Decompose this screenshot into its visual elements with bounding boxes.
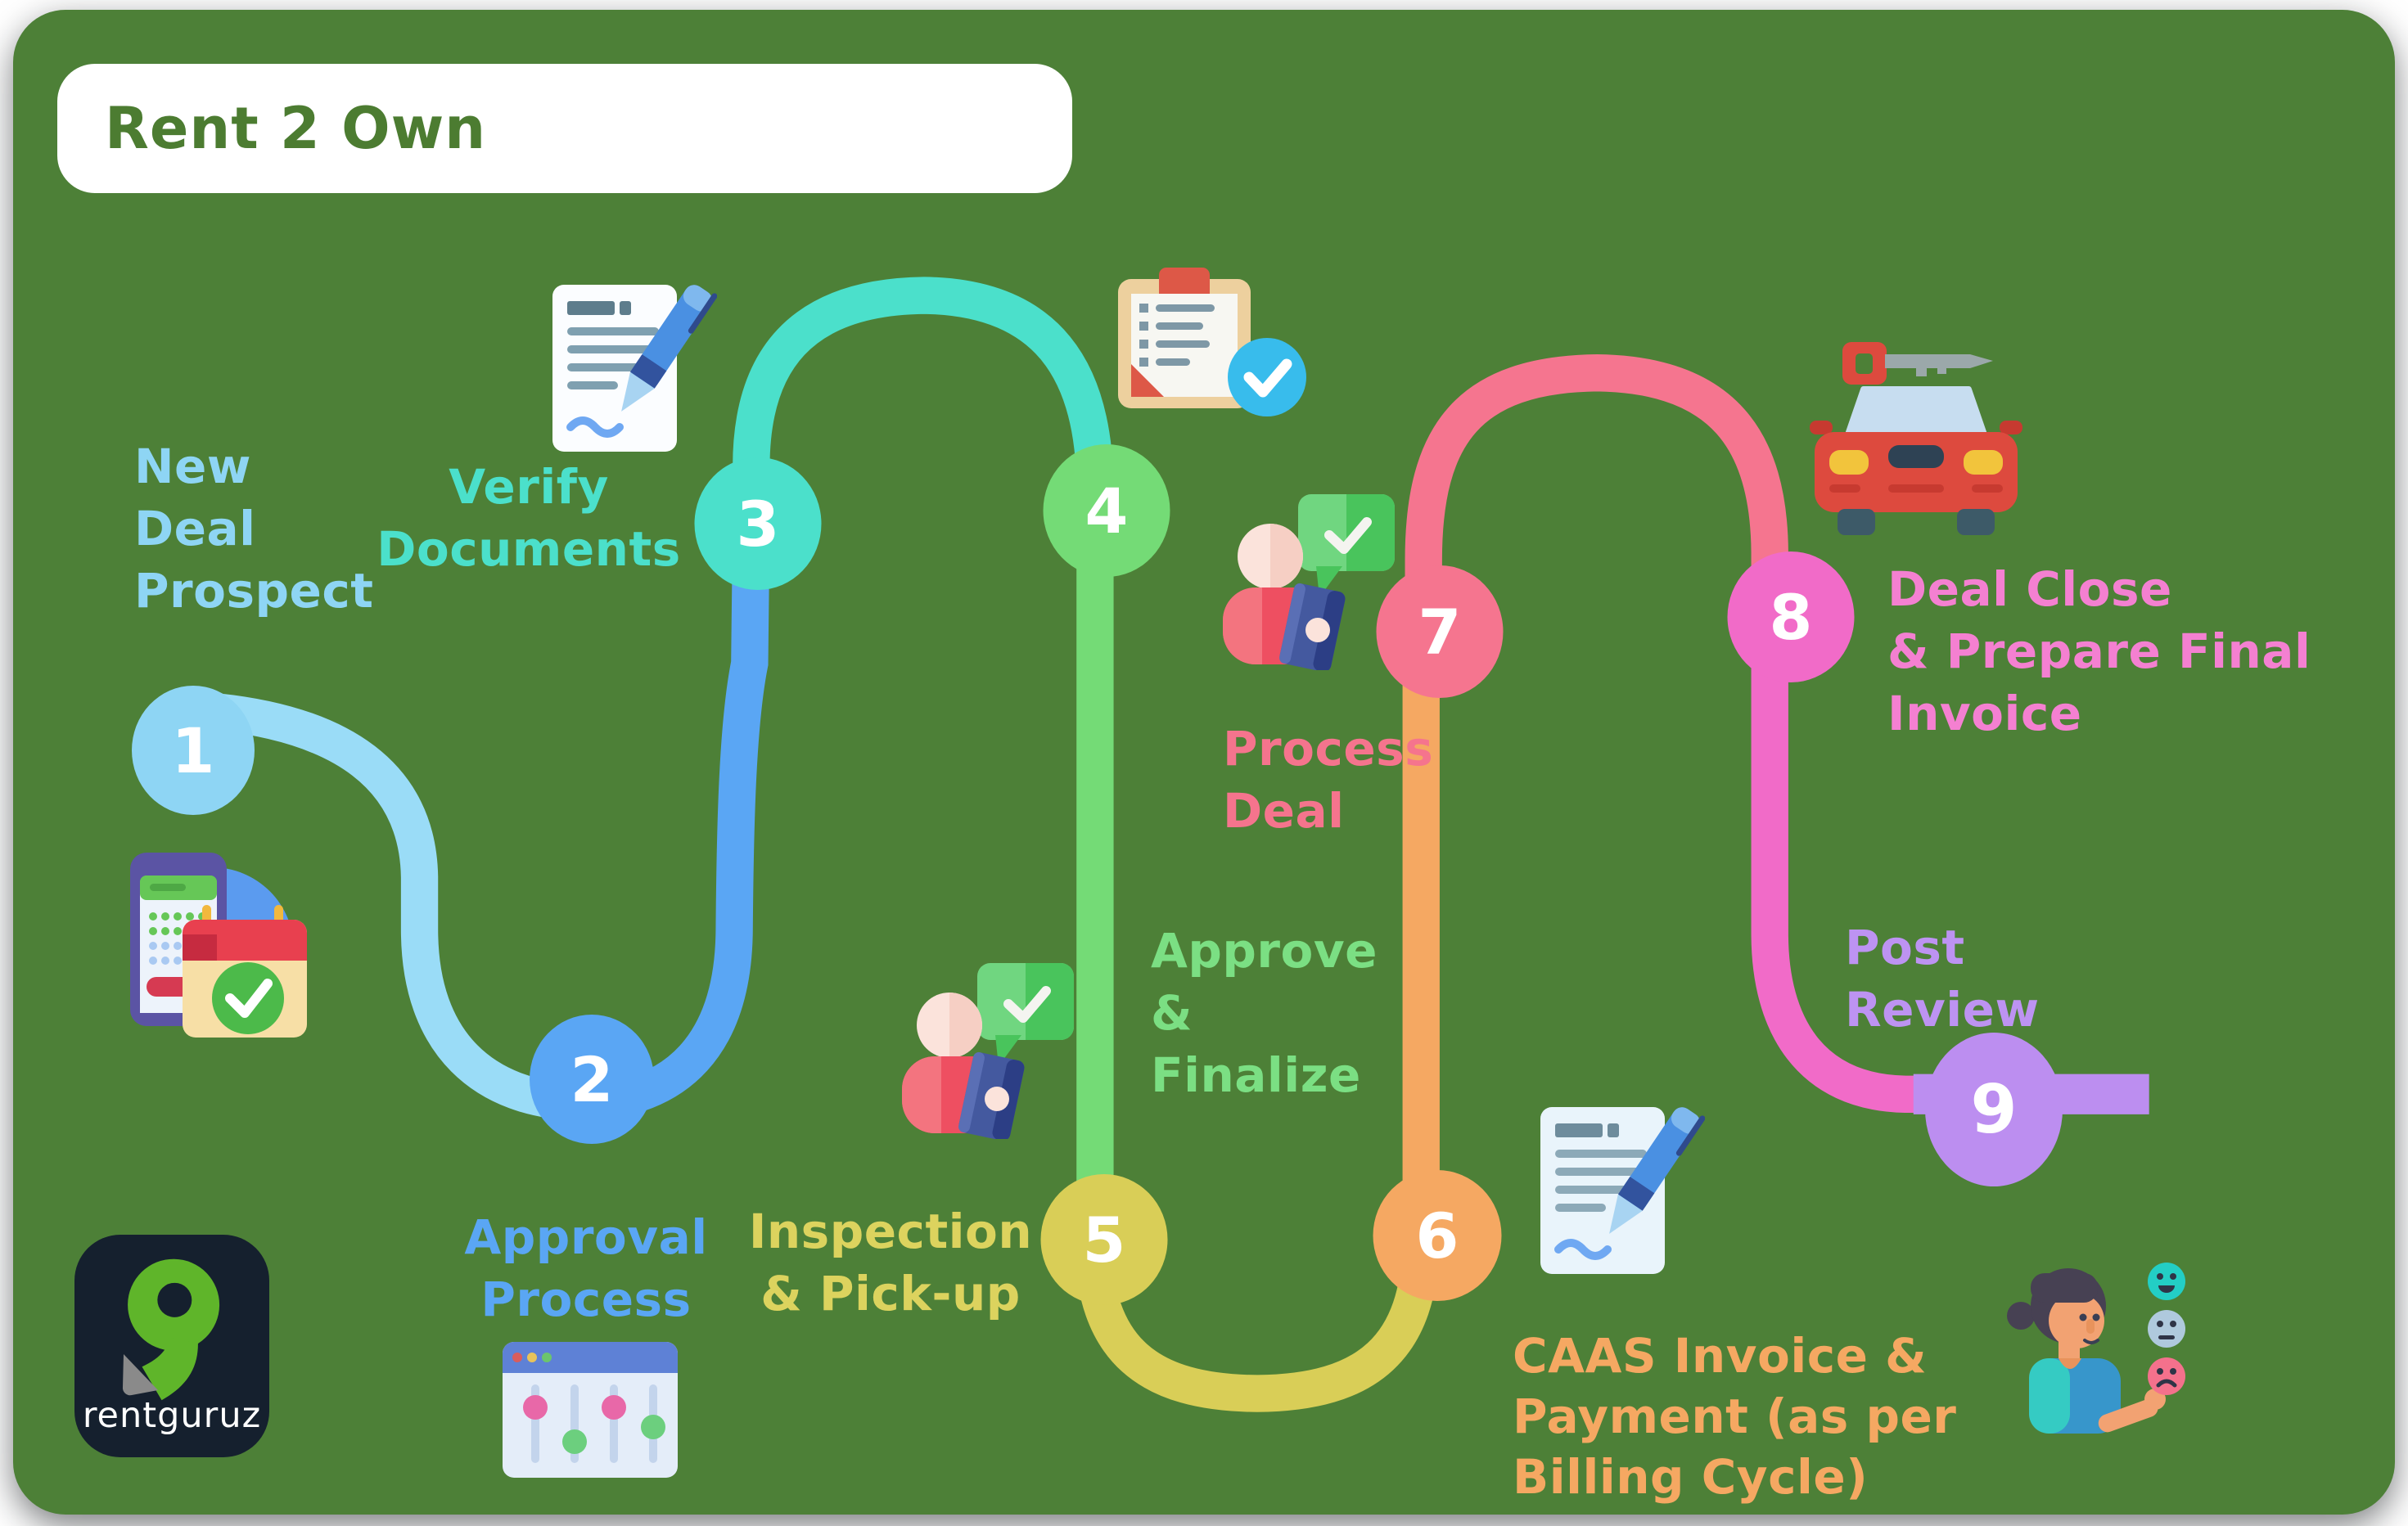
step-1-number: 1	[171, 713, 215, 787]
step-5-number: 5	[1082, 1203, 1126, 1276]
step-4-node: 4	[1043, 444, 1170, 577]
person-check-icon	[902, 963, 1074, 1141]
step-1-node: 1	[132, 686, 255, 815]
path-segment-5-6	[1074, 1201, 1440, 1412]
path-segment-2-3	[563, 504, 770, 1121]
step-8-number: 8	[1769, 580, 1813, 654]
person-check-icon	[1223, 494, 1395, 673]
step-2-node: 2	[530, 1015, 654, 1144]
step-3-node: 3	[694, 457, 822, 590]
step-9-number: 9	[1970, 1070, 2018, 1149]
car-key-icon	[1810, 342, 2022, 535]
step-4-number: 4	[1085, 474, 1129, 547]
step-9-label: Post Review	[1845, 920, 2040, 1038]
infographic-card: Rent 2 Own 1 2 3 4 5 6 7 8 9 New Deal Pr…	[13, 10, 2395, 1515]
document-pen-icon-wrap	[549, 280, 718, 464]
rentguruz-logo-mark	[122, 1258, 220, 1401]
step-5-label: Inspection & Pick-up	[748, 1204, 1033, 1321]
phone-calendar-icon-wrap	[107, 844, 320, 1049]
step-3-label: Verify Documents	[377, 459, 681, 577]
step-7-label: Process Deal	[1223, 721, 1434, 839]
path-segment-3-4	[733, 277, 1114, 553]
customer-rating-icon	[2007, 1263, 2185, 1434]
car-key-icon-wrap	[1810, 337, 2022, 538]
process-path	[198, 277, 2149, 1412]
step-2-label: Approval Process	[464, 1209, 708, 1327]
step-8-node: 8	[1727, 551, 1855, 682]
step-2-number: 2	[570, 1042, 614, 1116]
step-6-node: 6	[1373, 1170, 1502, 1301]
step-7-node: 7	[1376, 565, 1504, 698]
page-title: Rent 2 Own	[105, 95, 487, 162]
phone-calendar-icon	[130, 853, 307, 1038]
title-box: Rent 2 Own	[57, 64, 1072, 193]
path-segment-1-2	[198, 693, 601, 1121]
invoice-pen-icon-wrap	[1537, 1102, 1706, 1286]
step-8-label: Deal Close & Prepare Final Invoice	[1887, 561, 2311, 741]
step-6-number: 6	[1415, 1199, 1459, 1272]
person-check-icon-wrap-2	[1218, 494, 1402, 673]
clipboard-check-icon-wrap	[1118, 268, 1306, 419]
step-7-number: 7	[1418, 595, 1462, 668]
path-segment-7-8	[1405, 354, 1788, 644]
person-check-icon-wrap	[897, 963, 1081, 1141]
customer-rating-icon-wrap	[2006, 1260, 2190, 1436]
document-pen-icon	[552, 285, 718, 452]
sliders-window-icon-wrap	[503, 1342, 678, 1478]
rentguruz-logo-text: rentguruz	[82, 1395, 262, 1436]
step-9-node: 9	[1925, 1033, 2063, 1186]
rentguruz-logo: rentguruz	[74, 1235, 269, 1457]
step-4-label: Approve & Finalize	[1151, 923, 1378, 1103]
step-3-number: 3	[736, 487, 780, 560]
invoice-pen-icon	[1540, 1107, 1706, 1274]
step-5-node: 5	[1040, 1174, 1168, 1305]
sliders-window-icon	[503, 1342, 678, 1478]
path-segment-8-9	[1751, 589, 1989, 1113]
clipboard-check-icon	[1118, 268, 1306, 416]
step-1-label: New Deal Prospect	[134, 439, 374, 619]
step-6-label: CAAS Invoice & Payment (as per Billing C…	[1513, 1328, 1957, 1505]
